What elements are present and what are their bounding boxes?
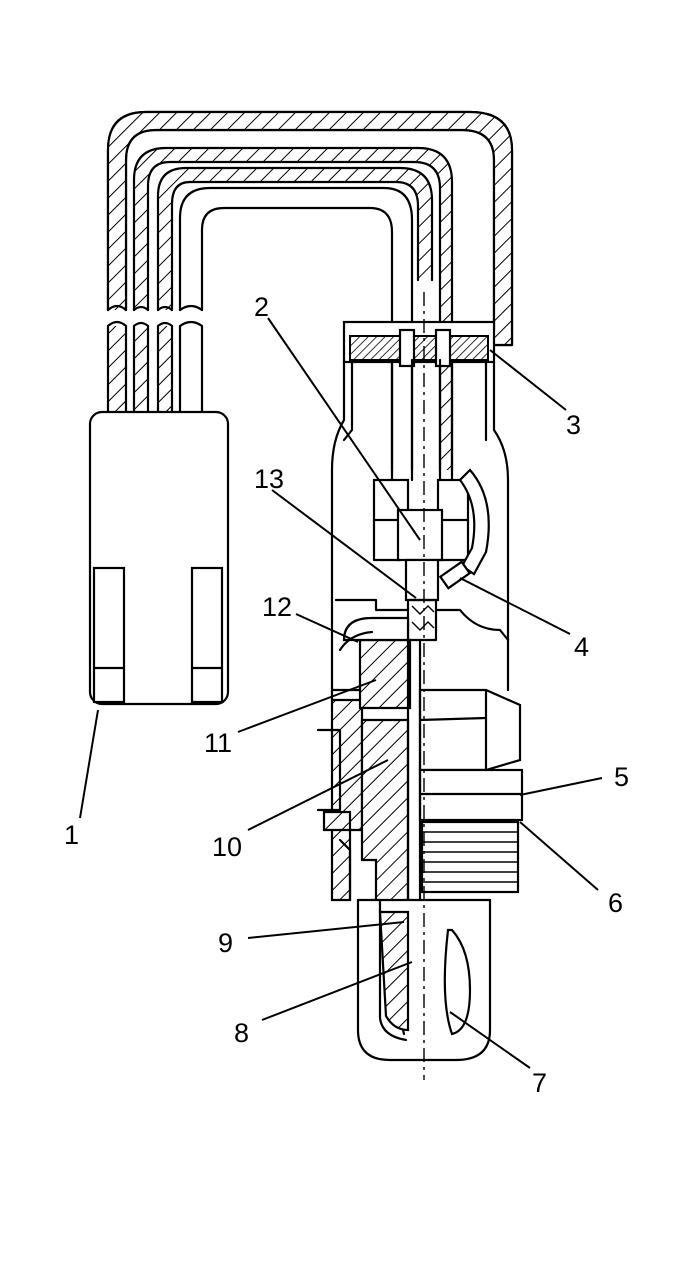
callout-13: 13: [254, 464, 284, 494]
callout-2: 2: [254, 292, 269, 322]
callout-5: 5: [614, 762, 629, 792]
leader-lines: [79, 317, 603, 1069]
callout-3: 3: [566, 410, 581, 440]
electrical-connector: [88, 410, 230, 706]
callout-12: 12: [262, 592, 292, 622]
callout-10: 10: [212, 832, 242, 862]
callout-9: 9: [218, 928, 233, 958]
callout-labels: 1 2 3 4 5 6 7 8 9 10 11 12 13: [64, 292, 629, 1098]
callout-1: 1: [64, 820, 79, 850]
sensor-body: [316, 292, 524, 1080]
callout-8: 8: [234, 1018, 249, 1048]
callout-6: 6: [608, 888, 623, 918]
callout-11: 11: [204, 728, 232, 758]
wire-harness: [106, 110, 514, 472]
callout-7: 7: [532, 1068, 547, 1098]
callout-4: 4: [574, 632, 589, 662]
